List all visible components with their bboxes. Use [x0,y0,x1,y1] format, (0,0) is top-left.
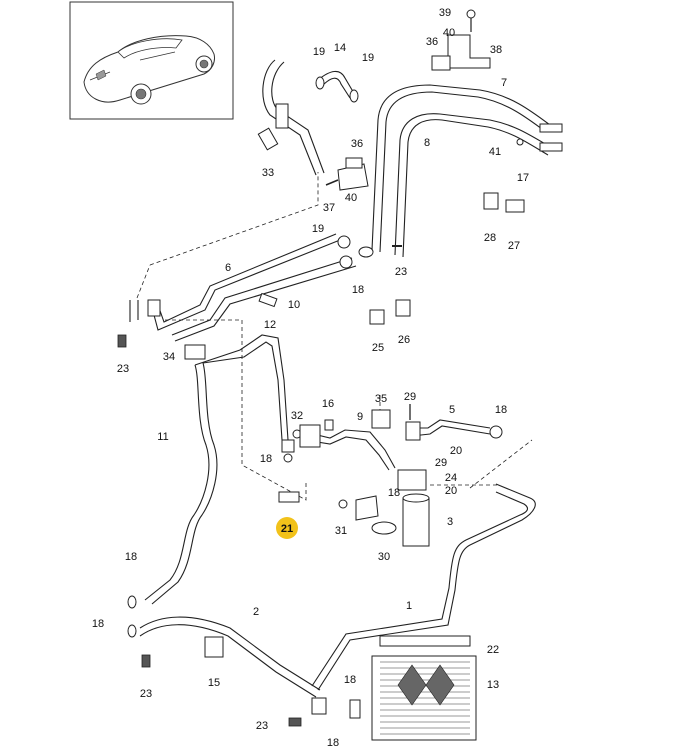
callout-c19c: 19 [312,223,324,235]
line-7-8-bundle [371,84,563,258]
callout-c23b: 23 [117,363,129,375]
callout-c40a: 40 [443,27,455,39]
callout-c9: 9 [357,411,363,423]
callout-c13: 13 [487,679,499,691]
callout-c25: 25 [372,342,384,354]
callout-c10: 10 [288,299,300,311]
callout-c41: 41 [489,146,501,158]
callout-c2: 2 [253,606,259,618]
hose-33-assembly [257,59,325,176]
line-9 [299,409,396,471]
line-11 [144,334,295,605]
condenser-13 [311,635,477,741]
callout-c7: 7 [501,77,507,89]
callout-c24: 24 [445,472,457,484]
callout-c28: 28 [484,232,496,244]
callout-c18f: 18 [92,618,104,630]
callout-c26: 26 [398,334,410,346]
callout-c8: 8 [424,137,430,149]
line-2 [127,595,321,698]
callout-c18b: 18 [495,404,507,416]
callout-c6: 6 [225,262,231,274]
callout-c34: 34 [163,351,175,363]
callout-c18c: 18 [260,453,272,465]
line-5 [405,404,503,441]
callout-c5: 5 [449,404,455,416]
callout-c18e: 18 [125,551,137,563]
callout-c29a: 29 [404,391,416,403]
callout-c3: 3 [447,516,453,528]
callout-c23d: 23 [256,720,268,732]
callout-c23a: 23 [395,266,407,278]
callout-c18h: 18 [327,737,339,749]
line-14 [315,70,359,103]
small-fittings [258,192,525,325]
callout-c22: 22 [487,644,499,656]
callout-c18g: 18 [344,674,356,686]
callout-c36a: 36 [426,36,438,48]
callout-c23c: 23 [140,688,152,700]
callout-c31: 31 [335,525,347,537]
line-1 [311,483,536,691]
callout-c11: 11 [157,431,168,443]
callout-c18d: 18 [388,487,400,499]
callout-c14: 14 [334,42,346,54]
callout-c21: 21 [281,523,293,535]
callout-c32: 32 [291,410,303,422]
callout-c36b: 36 [351,138,363,150]
callout-c37: 37 [323,202,335,214]
callout-c1: 1 [406,600,412,612]
callout-c12: 12 [264,319,276,331]
receiver-drier-3 [338,469,430,547]
vehicle-thumbnail [69,1,234,120]
screws-23 [117,334,302,727]
callout-c38: 38 [490,44,502,56]
callout-c19b: 19 [362,52,374,64]
callout-c33: 33 [262,167,274,179]
callout-c40b: 40 [345,192,357,204]
callout-c17: 17 [517,172,529,184]
callout-c29b: 29 [435,457,447,469]
callout-c16: 16 [322,398,334,410]
callout-c15: 15 [208,677,220,689]
bracket-40-middle [325,157,369,191]
lines-6-10 [129,233,374,342]
callout-c20b: 20 [445,485,457,497]
callout-c20a: 20 [450,445,462,457]
callout-c35: 35 [375,393,387,405]
callout-c27: 27 [508,240,520,252]
highlight-marker [276,517,298,539]
dashed-assembly-outlines [136,172,533,501]
callout-c19a: 19 [313,46,325,58]
callout-c18a: 18 [352,284,364,296]
callout-c39: 39 [439,7,451,19]
bracket-40-top [431,9,491,71]
callout-c30: 30 [378,551,390,563]
